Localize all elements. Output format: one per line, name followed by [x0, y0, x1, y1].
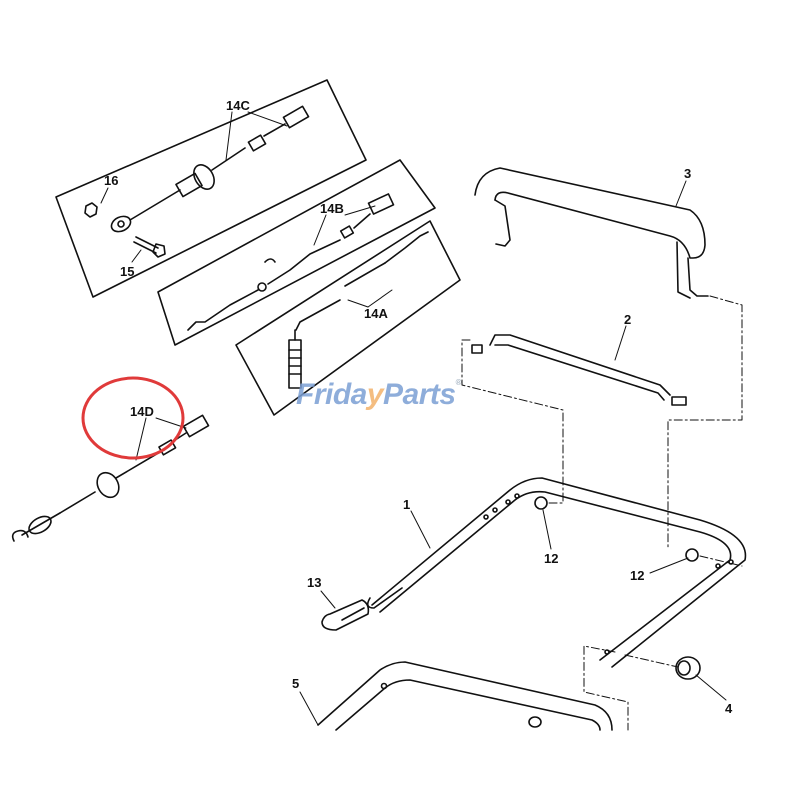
bolt-15: [133, 236, 166, 258]
callout-14c: 14C: [226, 98, 250, 113]
callout-16: 16: [104, 173, 118, 188]
leader-lines: [100, 111, 727, 726]
cable-14b: [187, 193, 395, 331]
callout-13: 13: [307, 575, 321, 590]
callout-12b: 12: [630, 568, 644, 583]
nut-16: [84, 202, 98, 218]
callout-labels: 14C 16 15 14B 14A 14D 3 2 1 12 12 13 5 4: [104, 98, 733, 716]
assembly-lines: [461, 295, 743, 731]
callout-4: 4: [725, 701, 733, 716]
part-3-handle: [474, 167, 709, 299]
callout-3: 3: [684, 166, 691, 181]
callout-14b: 14B: [320, 201, 344, 216]
panel-14c: [55, 79, 367, 298]
cable-14d: [11, 414, 210, 542]
cable-14c: [110, 105, 310, 233]
watermark-logo: FridayParts®: [296, 378, 462, 411]
callout-14d: 14D: [130, 404, 154, 419]
part-2-rod: [471, 334, 687, 406]
panel-14b: [157, 159, 436, 346]
nut-12b: [685, 548, 699, 562]
callout-1: 1: [403, 497, 410, 512]
part-1-frame: [366, 477, 747, 668]
part-5-frame: [317, 661, 613, 731]
highlight-circle-14d: [81, 376, 185, 460]
nut-12a: [534, 496, 548, 510]
cable-14a: [288, 231, 429, 389]
part-4-knob: [675, 656, 701, 680]
callout-2: 2: [624, 312, 631, 327]
callout-12a: 12: [544, 551, 558, 566]
callout-15: 15: [120, 264, 134, 279]
callout-14a: 14A: [364, 306, 388, 321]
part-13-sleeve: [321, 599, 370, 631]
panel-14a: [235, 220, 461, 416]
callout-5: 5: [292, 676, 299, 691]
